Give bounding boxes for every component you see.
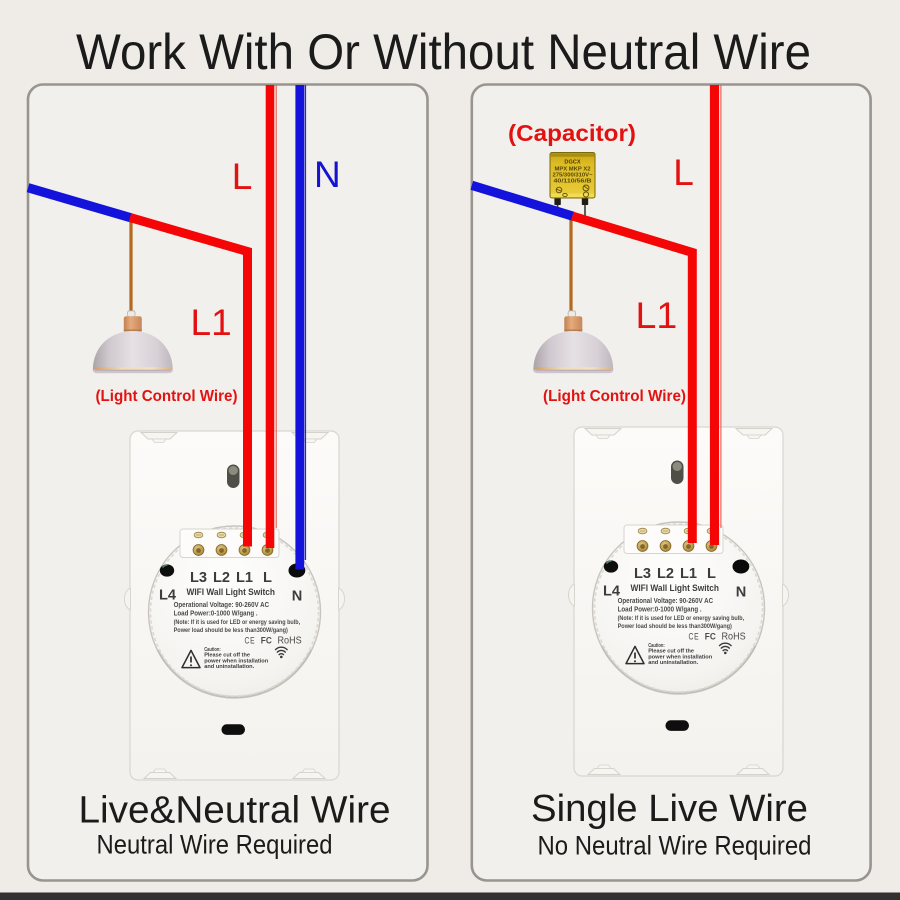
svg-text:Live&Neutral Wire: Live&Neutral Wire <box>79 790 391 832</box>
svg-text:Neutral Wire Required: Neutral Wire Required <box>97 830 333 860</box>
svg-text:275/300/310V~: 275/300/310V~ <box>553 173 593 179</box>
svg-text:L1: L1 <box>636 294 678 336</box>
svg-text:(Capacitor): (Capacitor) <box>508 120 636 146</box>
svg-text:L: L <box>673 152 694 193</box>
svg-text:L: L <box>232 156 253 197</box>
svg-text:MPX MKP X2: MPX MKP X2 <box>555 167 591 173</box>
svg-text:(Light Control Wire): (Light Control Wire) <box>96 388 238 405</box>
svg-text:No Neutral Wire Required: No Neutral Wire Required <box>538 831 812 861</box>
svg-text:(Light Control Wire): (Light Control Wire) <box>543 388 686 405</box>
svg-text:DGCX: DGCX <box>564 160 580 166</box>
svg-text:40/110/56/B: 40/110/56/B <box>554 179 593 185</box>
svg-text:Single Live Wire: Single Live Wire <box>531 788 808 830</box>
svg-text:N: N <box>314 154 341 195</box>
svg-text:L1: L1 <box>191 302 232 343</box>
svg-text:Work With Or Without Neutral W: Work With Or Without Neutral Wire <box>76 24 811 80</box>
